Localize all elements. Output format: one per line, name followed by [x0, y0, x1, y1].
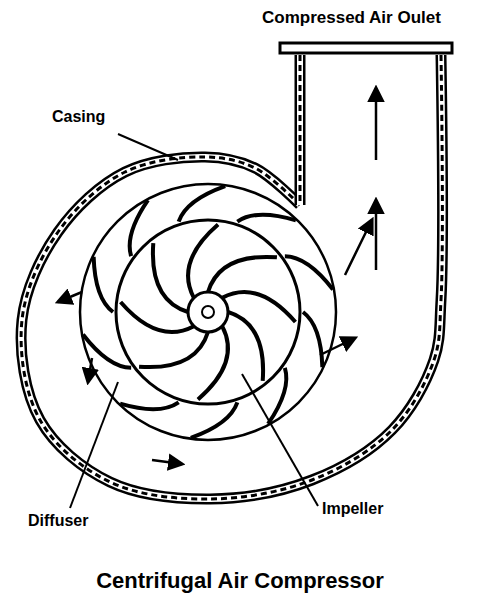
flow-arrow [152, 460, 182, 464]
impeller-blade [198, 326, 228, 399]
diffuser-vane [94, 257, 113, 312]
casing-wall-inner [297, 55, 303, 205]
impeller-blade [188, 225, 218, 298]
casing-wall [295, 55, 306, 205]
flow-arrow [88, 358, 92, 382]
diffuser-vane [130, 200, 148, 256]
impeller-rim [116, 220, 300, 404]
impeller-blade [228, 312, 263, 381]
casing-wall-inner [21, 55, 442, 499]
impeller-blade [121, 302, 194, 332]
leader-line [118, 134, 178, 160]
leader-line [70, 382, 118, 508]
flow-arrow [375, 200, 378, 270]
impeller-hub [188, 292, 228, 332]
impeller-blade [153, 243, 188, 312]
diffuser-vane [268, 368, 286, 424]
diffuser-vane [179, 186, 226, 221]
diffuser-vane [303, 312, 322, 367]
caption: Centrifugal Air Compressor [96, 568, 384, 594]
leader-line [242, 374, 318, 506]
outlet-flange [280, 43, 452, 53]
impeller-blade [222, 292, 295, 322]
flow-arrow [375, 88, 378, 160]
flow-arrow [345, 220, 372, 275]
flow-arrow [58, 292, 82, 302]
casing-hatch [299, 55, 302, 205]
diffuser-vane [237, 215, 296, 222]
flow-arrow [320, 338, 355, 355]
diffuser-vane [285, 256, 333, 289]
part-label: Impeller [322, 500, 383, 518]
part-label: Casing [52, 108, 105, 126]
shaft [202, 306, 214, 318]
diffuser-ring [80, 184, 336, 440]
impeller-blade [208, 257, 277, 292]
part-label: Compressed Air Oulet [262, 8, 441, 28]
casing-wall [21, 55, 442, 499]
diffuser-vane [120, 402, 179, 409]
casing-hatch [21, 55, 442, 499]
impeller-blade [139, 332, 208, 367]
part-label: Diffuser [28, 512, 88, 530]
diffuser-vane [191, 402, 238, 437]
